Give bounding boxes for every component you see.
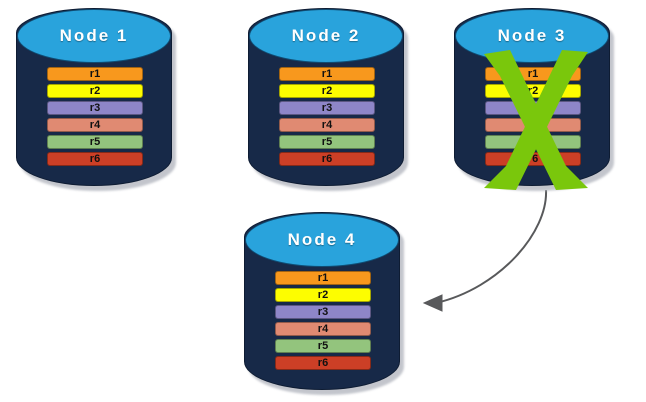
record-row-r5[interactable]: r5 (275, 339, 371, 353)
record-row-label: r1 (321, 67, 333, 80)
record-row-r4[interactable]: r4 (485, 118, 581, 132)
node-top-ellipse: Node 2 (249, 9, 403, 63)
record-row-label: r4 (317, 322, 329, 335)
record-row-label: r1 (89, 67, 101, 80)
record-row-label: r3 (321, 101, 333, 114)
node-cylinder-3[interactable]: r1 r2 r3 r4 r5 r6 Node 3 (454, 8, 614, 191)
node-body: r1 r2 r3 r4 r5 r6 Node 4 (244, 212, 400, 390)
record-row-list: r1 r2 r3 r4 r5 r6 (245, 213, 399, 389)
record-row-r4[interactable]: r4 (275, 322, 371, 336)
record-row-r3[interactable]: r3 (485, 101, 581, 115)
record-row-label: r3 (527, 101, 539, 114)
replication-arrow-head (422, 294, 443, 312)
record-row-r5[interactable]: r5 (279, 135, 375, 149)
record-row-r3[interactable]: r3 (47, 101, 143, 115)
record-row-label: r2 (317, 288, 329, 301)
record-row-label: r3 (89, 101, 101, 114)
node-cylinder-2[interactable]: r1 r2 r3 r4 r5 r6 Node 2 (248, 8, 408, 191)
record-row-list: r1 r2 r3 r4 r5 r6 (17, 9, 171, 185)
record-row-r2[interactable]: r2 (275, 288, 371, 302)
record-row-r1[interactable]: r1 (279, 67, 375, 81)
record-row-r6[interactable]: r6 (485, 152, 581, 166)
record-row-label: r2 (321, 84, 333, 97)
record-row-r4[interactable]: r4 (279, 118, 375, 132)
node-top-ellipse: Node 3 (455, 9, 609, 63)
record-row-r5[interactable]: r5 (485, 135, 581, 149)
record-row-label: r4 (89, 118, 101, 131)
record-row-label: r6 (321, 152, 333, 165)
record-row-r3[interactable]: r3 (279, 101, 375, 115)
record-row-label: r4 (321, 118, 333, 131)
record-row-label: r2 (527, 84, 539, 97)
record-row-r2[interactable]: r2 (485, 84, 581, 98)
node-title: Node 1 (59, 26, 129, 45)
record-row-list: r1 r2 r3 r4 r5 r6 (249, 9, 403, 185)
replication-arrow-path (435, 189, 548, 304)
node-top-ellipse: Node 1 (17, 9, 171, 63)
record-row-label: r6 (89, 152, 101, 165)
record-row-label: r2 (89, 84, 101, 97)
record-row-label: r5 (317, 339, 329, 352)
node-top-ellipse: Node 4 (245, 213, 399, 267)
record-row-r1[interactable]: r1 (275, 271, 371, 285)
node-body: r1 r2 r3 r4 r5 r6 Node 3 (454, 8, 610, 186)
record-row-label: r6 (527, 152, 539, 165)
node-title: Node 2 (291, 26, 361, 45)
node-body: r1 r2 r3 r4 r5 r6 Node 2 (248, 8, 404, 186)
record-row-label: r1 (317, 271, 329, 284)
node-title: Node 3 (497, 26, 567, 45)
record-row-label: r5 (321, 135, 333, 148)
record-row-r2[interactable]: r2 (47, 84, 143, 98)
record-row-r1[interactable]: r1 (47, 67, 143, 81)
record-row-r5[interactable]: r5 (47, 135, 143, 149)
record-row-label: r6 (317, 356, 329, 369)
record-row-r6[interactable]: r6 (279, 152, 375, 166)
record-row-r4[interactable]: r4 (47, 118, 143, 132)
node-cylinder-1[interactable]: r1 r2 r3 r4 r5 r6 Node 1 (16, 8, 176, 191)
node-title: Node 4 (287, 230, 357, 249)
record-row-label: r5 (89, 135, 101, 148)
record-row-r2[interactable]: r2 (279, 84, 375, 98)
record-row-label: r5 (527, 135, 539, 148)
record-row-r6[interactable]: r6 (275, 356, 371, 370)
record-row-r1[interactable]: r1 (485, 67, 581, 81)
node-body: r1 r2 r3 r4 r5 r6 Node 1 (16, 8, 172, 186)
record-row-label: r3 (317, 305, 329, 318)
record-row-label: r1 (527, 67, 539, 80)
record-row-label: r4 (527, 118, 539, 131)
record-row-r3[interactable]: r3 (275, 305, 371, 319)
record-row-r6[interactable]: r6 (47, 152, 143, 166)
node-cylinder-4[interactable]: r1 r2 r3 r4 r5 r6 Node 4 (244, 212, 404, 395)
